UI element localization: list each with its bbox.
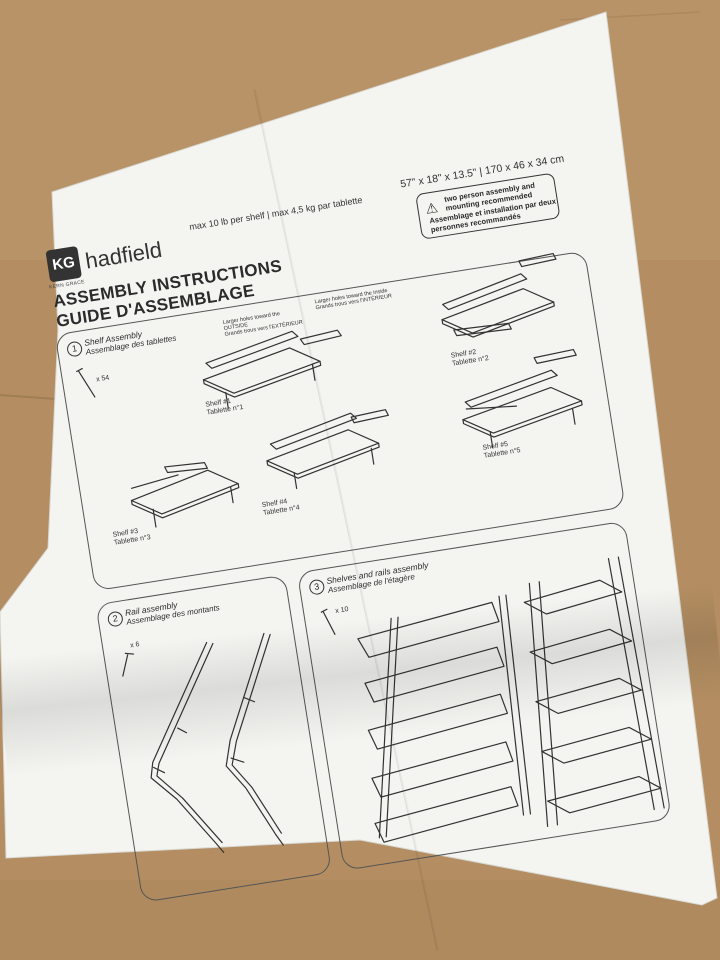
rail-drawing-right: [225, 632, 284, 846]
paper-content: KG KERN GRACE hadfield max 10 lb per she…: [18, 79, 687, 931]
shelving-unit-assembled: [523, 556, 665, 828]
screw-icon-step-1: [76, 367, 96, 398]
shelf-2-drawing: [441, 252, 557, 338]
shelf-3-drawing: [130, 462, 240, 528]
shelf-4-drawing: [266, 409, 389, 490]
screw-icon-step-3: [320, 608, 336, 635]
shelving-unit-exploded: [357, 594, 532, 843]
shelf-1-drawing: [202, 329, 342, 409]
assembly-illustrations: [76, 252, 665, 854]
shelf-5-drawing: [462, 348, 583, 448]
rail-drawing-left: [122, 641, 225, 854]
